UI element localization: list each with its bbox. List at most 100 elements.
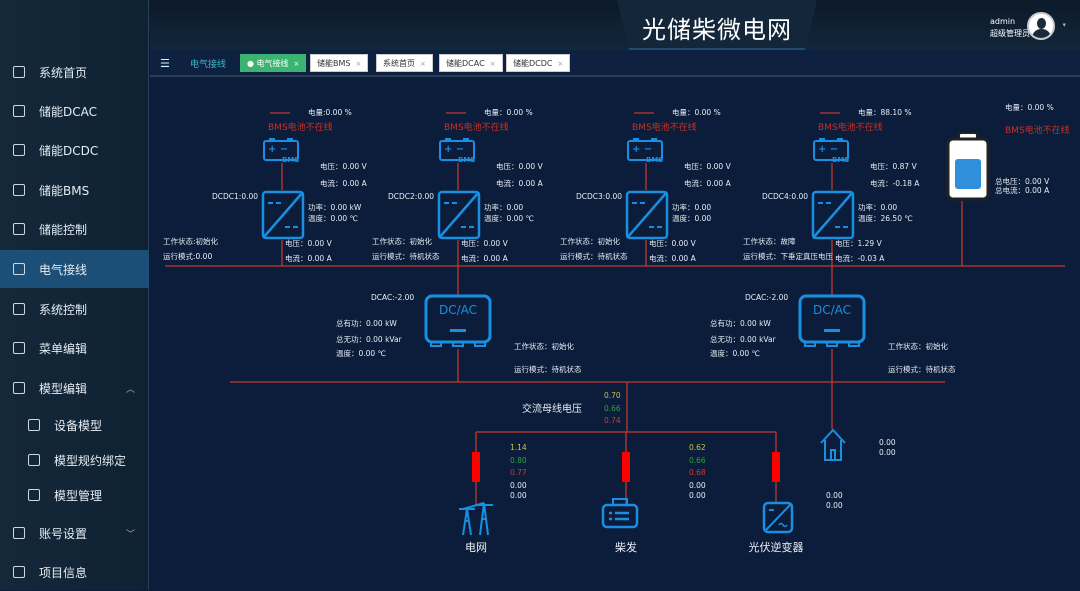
dcdc-converter-icon[interactable] [811,190,855,240]
bms-status: BMS电池不在线 [818,123,883,133]
chevron-down-icon[interactable]: ﹀ [125,529,135,540]
active-power: 0.00 [689,481,706,490]
close-icon[interactable]: × [557,60,564,68]
tab-3[interactable]: 储能DCAC× [439,54,503,72]
title-box: 光储柴微电网 [617,0,817,50]
feeder-label: 光伏逆变器 [748,541,804,554]
battery-icon [13,184,25,196]
monitor-icon [28,419,40,431]
power-label: 功率：0.00 [858,203,898,212]
temperature-label: 温度：0.00 ℃ [484,214,535,223]
active-power: 0.00 [510,481,527,490]
dcac-inverter-icon[interactable]: DC/AC [423,293,493,349]
dcdc-converter-icon[interactable] [437,190,481,240]
tab-bar: ☰ 电气接线 ● 电气接线×储能BMS×系统首页×储能DCAC×储能DCDC× [150,50,1080,77]
dcac-inverter-icon[interactable]: DC/AC [797,293,867,349]
breaker-icon[interactable] [772,452,780,482]
temperature-label: 温度：0.00 ℃ [710,349,761,358]
sidebar-item-label: 储能控制 [39,222,88,237]
voltage-in: 电压：0.87 V [870,162,917,171]
battery-bms-icon[interactable]: + −BMS [812,136,852,164]
tab-1[interactable]: 储能BMS× [310,54,369,72]
phase-b-voltage: 0.80 [510,456,527,465]
sidebar-item[interactable]: 储能BMS [0,171,149,209]
close-icon[interactable]: × [420,60,426,68]
sidebar-item[interactable]: 系统控制 [0,290,149,328]
wiring-lines [165,112,1065,504]
grid-tower-icon[interactable] [455,497,495,537]
current-out: 电流：0.00 A [649,254,696,263]
phase-c-voltage: 0.68 [689,468,706,477]
work-status: 工作状态：初始化 [560,237,620,246]
soc-label: 电量:0.00 % [308,108,352,117]
sidebar-item[interactable]: 储能DCAC [0,92,149,130]
dcdc-converter-icon[interactable] [261,190,305,240]
sidebar-item-label: 电气接线 [39,262,88,277]
voltage-in: 电压：0.00 V [684,162,731,171]
chevron-down-icon[interactable]: ▾ [1062,21,1066,29]
tab-4[interactable]: 储能DCDC × [506,54,571,72]
close-icon[interactable]: × [293,60,300,68]
house-load-icon[interactable] [818,427,848,463]
bms-status: BMS电池不在线 [268,123,333,133]
device-icon [13,105,25,117]
breaker-icon[interactable] [622,452,630,482]
avatar[interactable] [1027,12,1055,40]
temperature-label: 温度：26.50 ℃ [858,214,913,223]
sidebar-item-label: 项目信息 [39,565,88,580]
dcdc-converter-icon[interactable] [625,190,669,240]
sidebar-item[interactable]: 设备模型 [0,406,149,444]
app-title: 光储柴微电网 [642,16,792,44]
voltage-out: 电压：0.00 V [285,239,332,248]
dcdc-name: DCDC3:0.00 [576,192,623,201]
battery-bms-icon[interactable]: + −BMS [262,136,302,164]
user-role: 超级管理员 [990,29,1030,38]
sidebar-item[interactable]: 模型编辑︿ [0,369,149,407]
tab-label: 储能DCDC [513,59,553,68]
pv-inverter-icon[interactable] [762,501,794,534]
sidebar-item-label: 系统控制 [39,302,88,317]
temperature-label: 温度：0.00 ℃ [308,214,359,223]
dcac-name: DCAC:-2.00 [371,293,415,302]
sidebar-item-label: 储能BMS [39,183,90,198]
chevron-up-icon[interactable]: ︿ [125,384,135,395]
reactive-power: 总无功：0.00 kVar [336,335,402,344]
sidebar-item[interactable]: 电气接线 [0,250,149,288]
battery-bms-icon[interactable]: + −BMS [626,136,666,164]
tab-2[interactable]: 系统首页× [376,54,433,72]
phase-a-voltage: 1.14 [510,443,527,452]
current-out: 电流：0.00 A [285,254,332,263]
total-current: 总电流：0.00 A [995,186,1050,195]
bms-status: BMS电池不在线 [1005,126,1070,136]
diesel-generator-icon[interactable] [601,497,641,533]
active-power: 总有功：0.00 kW [710,319,771,328]
menu-toggle-icon[interactable]: ☰ [160,57,170,70]
battery-bms-icon[interactable]: + −BMS [438,136,478,164]
user-settings-icon [13,527,25,539]
dcdc-name: DCDC1:0.00 [212,192,259,201]
sidebar-item[interactable]: 储能控制 [0,210,149,248]
feeder-label: 柴发 [615,541,637,554]
svg-text:+ −: + − [268,144,288,155]
current-out: 电流：0.00 A [461,254,508,263]
voltage-out: 电压：0.00 V [461,239,508,248]
tab-0[interactable]: ● 电气接线× [240,54,307,72]
sidebar-item[interactable]: 菜单编辑 [0,329,149,367]
current-in: 电流：0.00 A [320,179,367,188]
sidebar-item[interactable]: 系统首页 [0,53,149,91]
load-active-power: 0.00 [879,438,896,447]
svg-text:BMS: BMS [646,156,663,163]
sidebar-item[interactable]: 储能DCDC [0,131,149,169]
sidebar-item[interactable]: 项目信息 [0,553,149,591]
breaker-icon[interactable] [472,452,480,482]
close-icon[interactable]: × [489,60,496,68]
phase-c-voltage: 0.77 [510,468,527,477]
sidebar-item[interactable]: 账号设置﹀ [0,514,149,552]
sidebar-item[interactable]: 模型规约绑定 [0,441,149,479]
topology-icon [13,66,25,78]
battery-pack-icon[interactable] [945,131,991,201]
sidebar-item[interactable]: 模型管理 [0,476,149,514]
close-icon[interactable]: × [355,60,362,68]
load-reactive-power: 0.00 [879,448,896,457]
